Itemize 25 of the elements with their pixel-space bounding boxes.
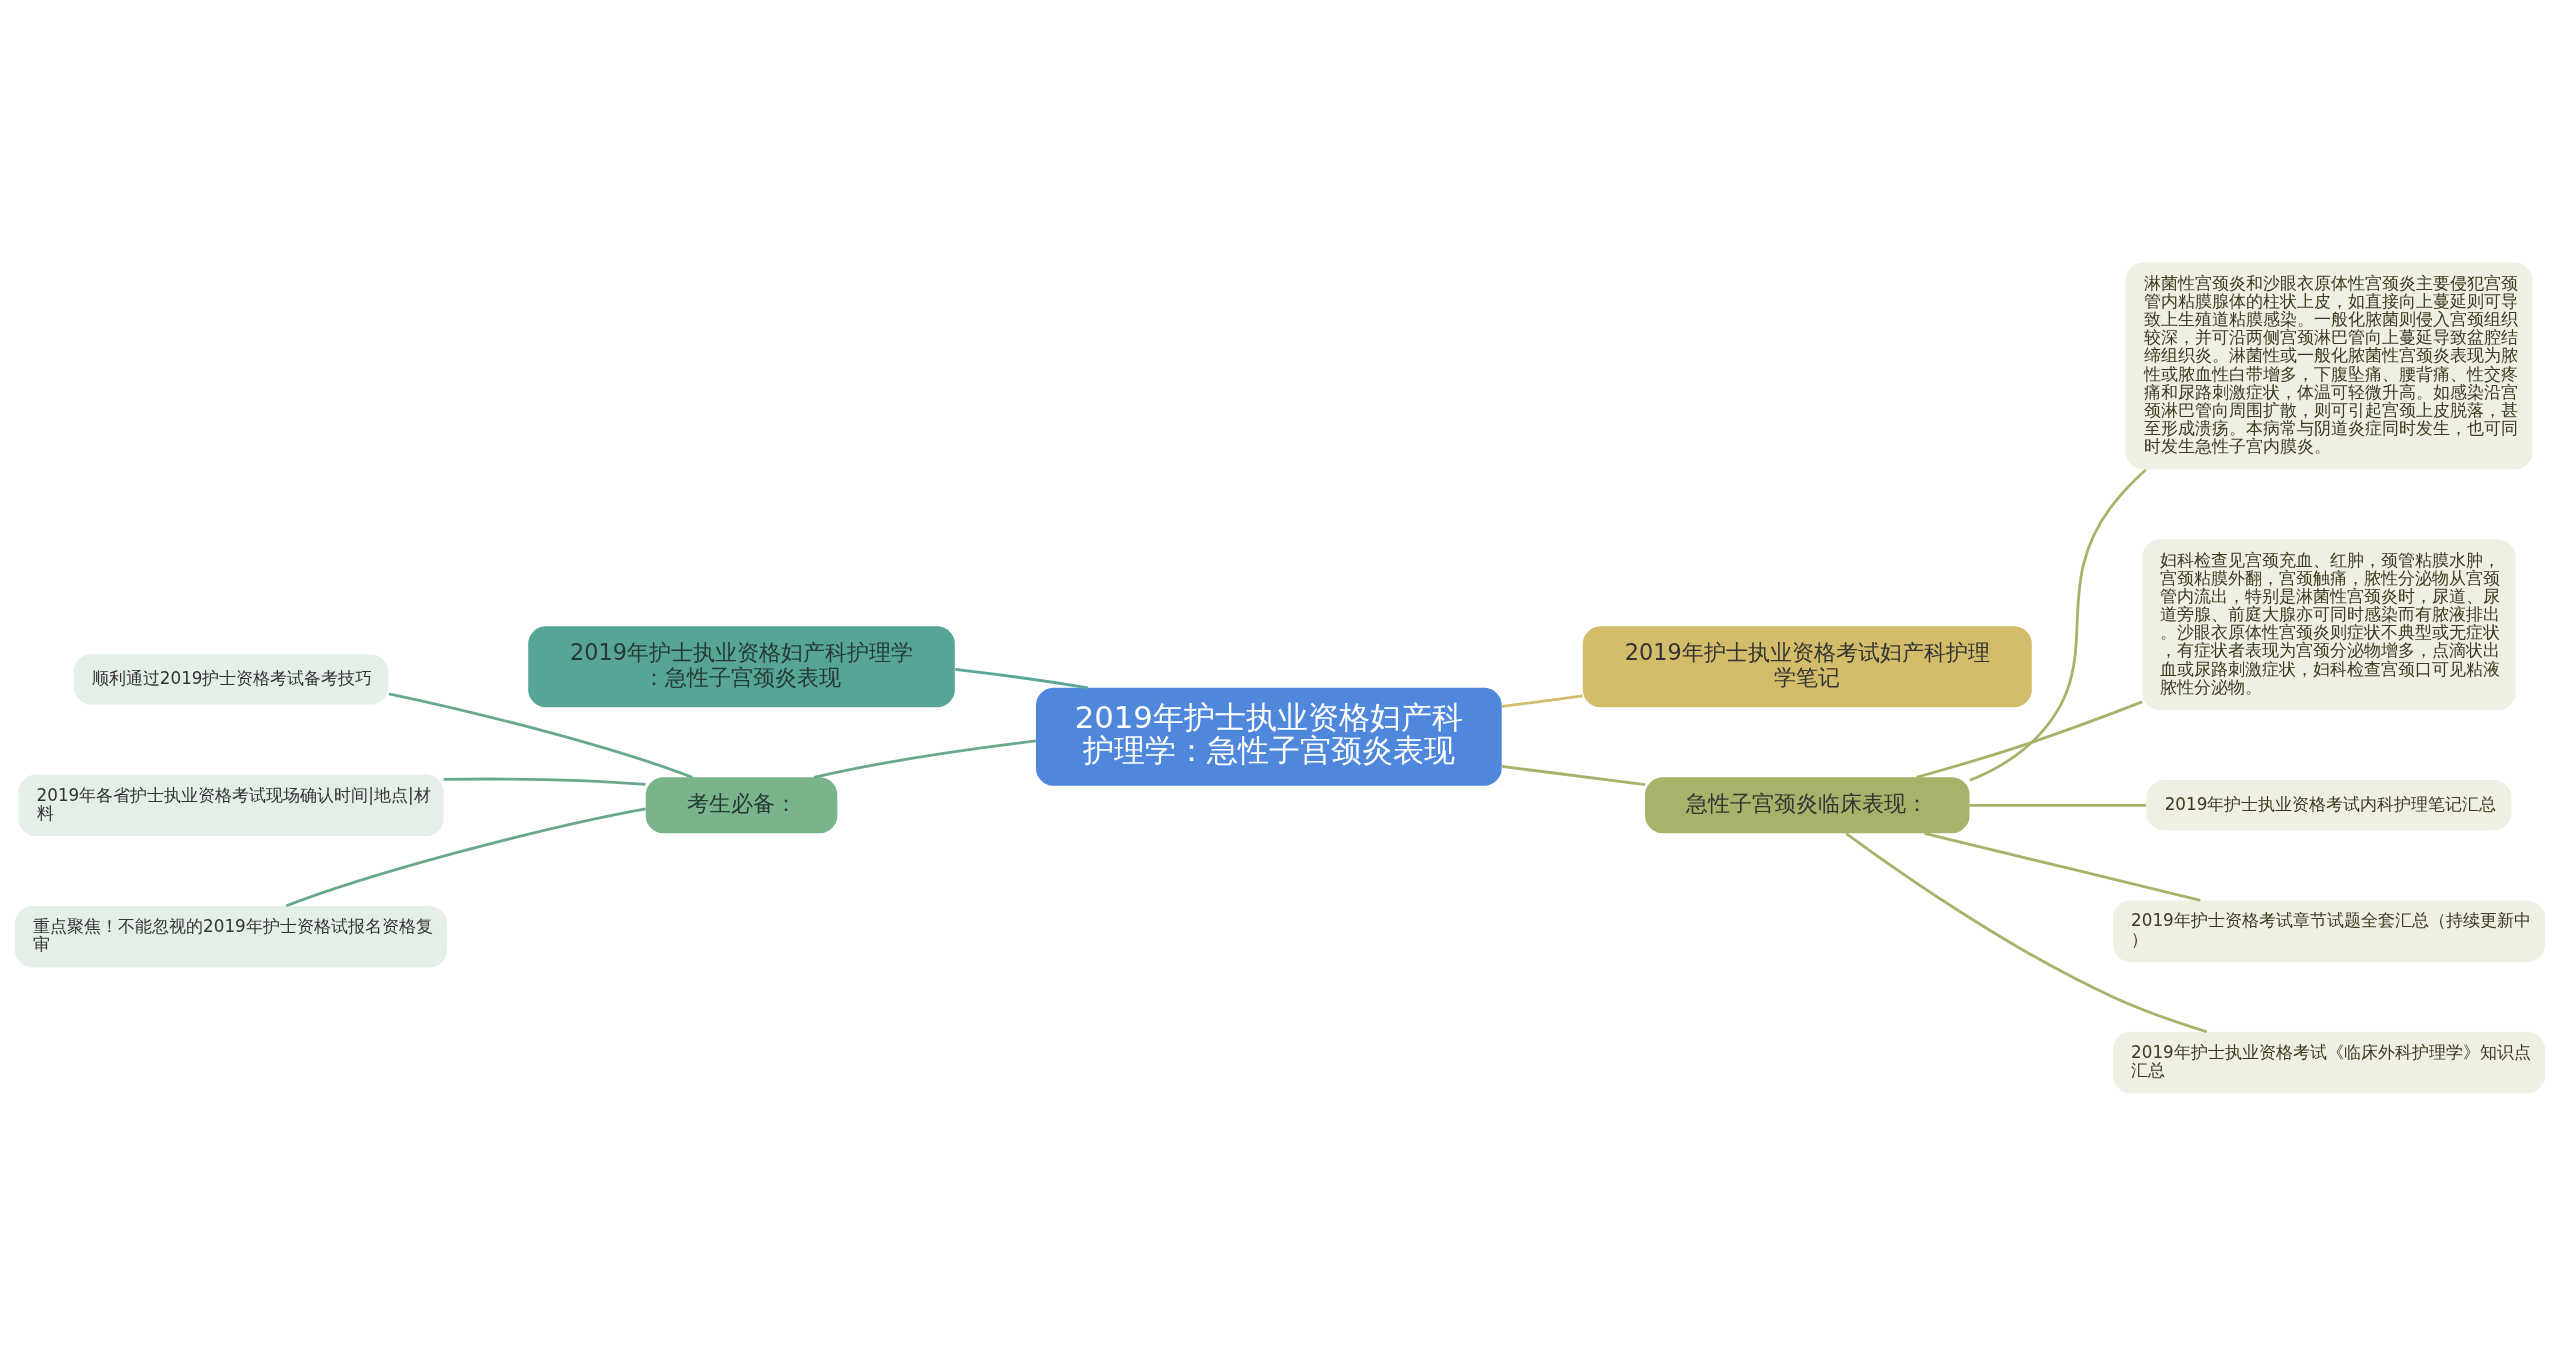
node-box: 2019年护士执业资格妇产科护理学：急性子宫颈炎表现 [1035, 687, 1502, 786]
connector [1969, 803, 2147, 807]
node-box: 2019年护士执业资格考试妇产科护理学笔记 [1582, 625, 2032, 707]
node-box: 考生必备： [645, 776, 838, 833]
connector [1501, 694, 1583, 708]
node-box: 2019年护士执业资格妇产科护理学：急性子宫颈炎表现 [528, 625, 955, 707]
node-box: 妇科检查见宫颈充血、红肿，颈管粘膜水肿，宫颈粘膜外翻，宫颈触痛，脓性分泌物从宫颈管内流出，特别是淋菌性宫颈炎时，尿道、尿道旁腺、前庭大腺亦可同时感染而有脓液排出。沙眼衣原体性宫颈炎则症状不典型或无症状，有症状者表现为宫颈分泌物增多，点滴状出血或尿路刺激症状，妇科检查宫颈口可见粘液脓性分泌物。 [2142, 539, 2516, 710]
connector [813, 739, 1037, 779]
node-box: 淋菌性宫颈炎和沙眼衣原体性宫颈炎主要侵犯宫颈管内粘膜腺体的柱状上皮，如直接向上蔓延则可导致上生殖道粘膜感染。一般化脓菌则侵入宫颈组织较深，并可沿两侧宫颈淋巴管向上蔓延导致盆腔结缔组织炎。淋菌性或一般化脓菌性宫颈炎表现为脓性或脓血性白带增多，下腹坠痛、腰背痛、性交疼痛和尿路刺激症状，体温可轻微升高。如感染沿宫颈淋巴管向周围扩散，则可引起宫颈上皮脱落，甚至形成溃疡。本病常与阴道炎症同时发生，也可同时发生急性子宫内膜炎。 [2125, 262, 2533, 470]
node-box: 2019年护士资格考试章节试题全套汇总（持续更新中） [2112, 899, 2546, 962]
connector [285, 806, 646, 907]
node-box: 重点聚焦！不能忽视的2019年护士资格试报名资格复审 [14, 905, 448, 967]
connector [1969, 468, 2147, 782]
connector [388, 691, 693, 779]
connector [1916, 700, 2143, 779]
node-box: 急性子宫颈炎临床表现： [1645, 776, 1970, 833]
connector [954, 667, 1089, 689]
connector [1924, 831, 2201, 902]
connector [443, 777, 646, 786]
connector [1845, 831, 2208, 1033]
node-box: 顺利通过2019护士资格考试备考技巧 [73, 653, 389, 705]
node-box: 2019年各省护士执业资格考试现场确认时间|地点|材料 [18, 774, 444, 836]
node-box: 2019年护士执业资格考试内科护理笔记汇总 [2146, 779, 2512, 830]
node-box: 2019年护士执业资格考试《临床外科护理学》知识点汇总 [2112, 1031, 2546, 1093]
connector [1501, 764, 1646, 786]
